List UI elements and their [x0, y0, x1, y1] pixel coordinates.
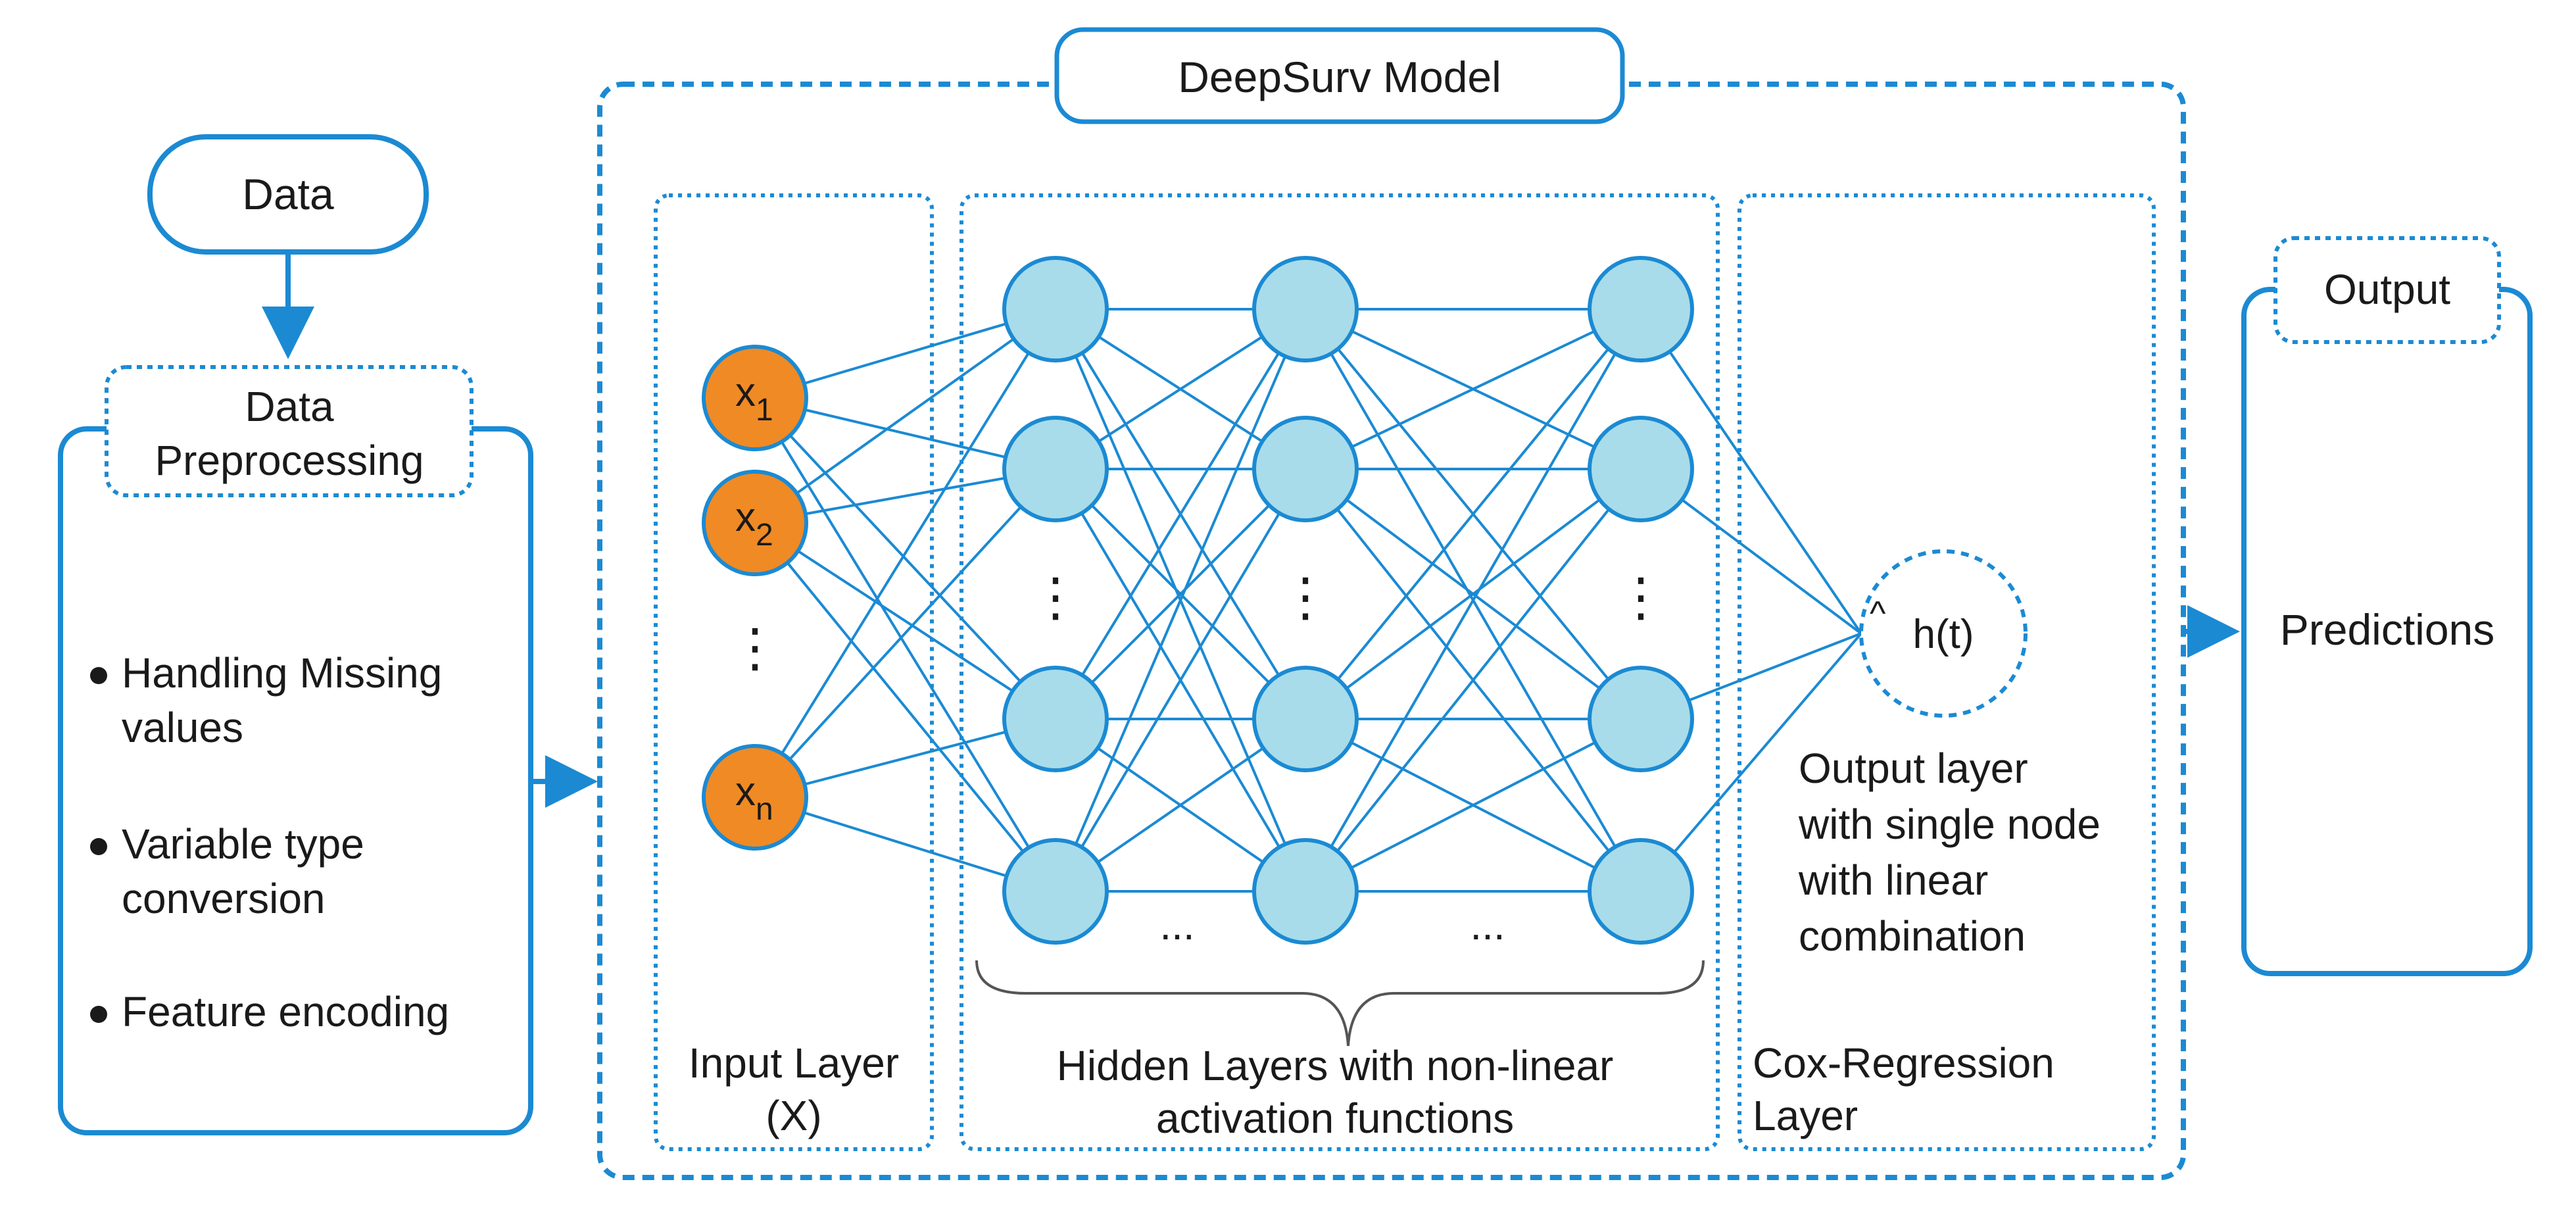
data-node-label: Data: [242, 170, 334, 218]
hidden-node-l2-n2: [1252, 416, 1359, 522]
hidden-node-l2-n4: [1252, 838, 1359, 945]
cox-description-line4: combination: [1799, 912, 2026, 960]
input-node-label-1: x1: [735, 370, 773, 428]
hidden-node-l2-n3: [1252, 666, 1359, 772]
connection-line: [754, 522, 1057, 720]
connection-line: [1304, 468, 1642, 720]
hidden-layers-brace: [975, 960, 1705, 1047]
preprocessing-title-line2: Preprocessing: [155, 437, 424, 484]
bullet-icon: [90, 1006, 107, 1023]
hidden-node-l1-n4: [1002, 838, 1109, 945]
connection-line: [754, 397, 1057, 893]
connection-line: [1054, 468, 1307, 720]
predictions-label: Predictions: [2280, 605, 2495, 654]
cox-output-node: [1859, 549, 2028, 718]
cox-hat-symbol: ^: [1870, 595, 1886, 633]
hidden-node-l1-n3: [1002, 666, 1109, 772]
connection-line: [1304, 309, 1642, 892]
connection-line: [754, 397, 1057, 720]
input-layer-label-line1: Input Layer: [689, 1039, 899, 1087]
connection-line: [754, 308, 1057, 524]
hidden-node-l3-n2: [1588, 416, 1694, 522]
input-layer-box: [654, 193, 934, 1151]
hidden-node-l2-n1: [1252, 256, 1359, 362]
connection-line: [1305, 718, 1641, 893]
connection-line: [754, 522, 1057, 893]
preprocessing-item-1-line1: Handling Missing: [122, 649, 442, 697]
hidden-layers-box: [960, 193, 1720, 1151]
connection-line: [1640, 308, 1862, 635]
deepsurv-title: DeepSurv Model: [1178, 53, 1501, 101]
hidden-layer-3-ellipsis: ⋮: [1615, 568, 1667, 626]
input-node-3: [702, 744, 808, 851]
hidden-horizontal-ellipsis-1: ...: [1159, 901, 1194, 949]
network-nodes: x1 x2 xn: [702, 256, 1694, 945]
cox-description-line2: with single node: [1798, 801, 2101, 848]
input-node-label-2: x2: [735, 495, 773, 553]
hidden-node-l3-n4: [1588, 838, 1694, 945]
connection-line: [1305, 308, 1641, 470]
connection-line: [1304, 468, 1642, 893]
hidden-horizontal-ellipsis-2: ...: [1470, 901, 1505, 949]
cox-description-line1: Output layer: [1799, 745, 2028, 792]
hidden-layer-1-ellipsis: ⋮: [1029, 568, 1082, 626]
connection-line: [1304, 308, 1642, 720]
cox-node-label: h(t): [1913, 612, 1974, 657]
cox-layer-label-line1: Cox-Regression: [1753, 1039, 2054, 1087]
hidden-layers-label-line1: Hidden Layers with non-linear: [1057, 1042, 1614, 1089]
connection-line: [1054, 308, 1307, 720]
preprocessing-title-box: [105, 365, 474, 497]
preprocessing-item-2-line2: conversion: [122, 875, 326, 922]
cox-layer-label-line2: Layer: [1753, 1092, 1858, 1139]
hidden-node-l1-n1: [1002, 256, 1109, 362]
hidden-layers-label-line2: activation functions: [1156, 1095, 1514, 1142]
connection-line: [754, 468, 1057, 799]
connection-line: [1640, 632, 1862, 893]
preprocessing-item-2-line1: Variable type: [122, 820, 364, 868]
preprocessing-title-line1: Data: [245, 383, 334, 430]
input-node-label-3: xn: [735, 769, 773, 827]
hidden-node-l3-n1: [1588, 256, 1694, 362]
connection-line: [1054, 468, 1307, 893]
connection-line: [1054, 309, 1307, 892]
hidden-node-l1-n2: [1002, 416, 1109, 522]
hidden-layer-2-ellipsis: ⋮: [1279, 568, 1332, 626]
deepsurv-title-box: [1054, 27, 1625, 124]
bullet-icon: [90, 667, 107, 684]
preprocessing-item-3-line1: Feature encoding: [122, 988, 449, 1035]
input-layer-label-line2: (X): [766, 1092, 821, 1139]
cox-description-line3: with linear: [1798, 856, 1988, 904]
bullet-icon: [90, 838, 107, 855]
input-node-2: [702, 470, 808, 576]
preprocessing-item-1-line2: values: [122, 704, 243, 751]
deepsurv-model-box: [597, 82, 2186, 1180]
cox-layer-box: [1738, 193, 2156, 1151]
input-node-1: [702, 345, 808, 451]
output-title-box: [2273, 236, 2501, 344]
input-ellipsis: ⋮: [729, 618, 781, 677]
output-title: Output: [2324, 266, 2450, 313]
connection-line: [754, 308, 1057, 799]
hidden-node-l3-n3: [1588, 666, 1694, 772]
